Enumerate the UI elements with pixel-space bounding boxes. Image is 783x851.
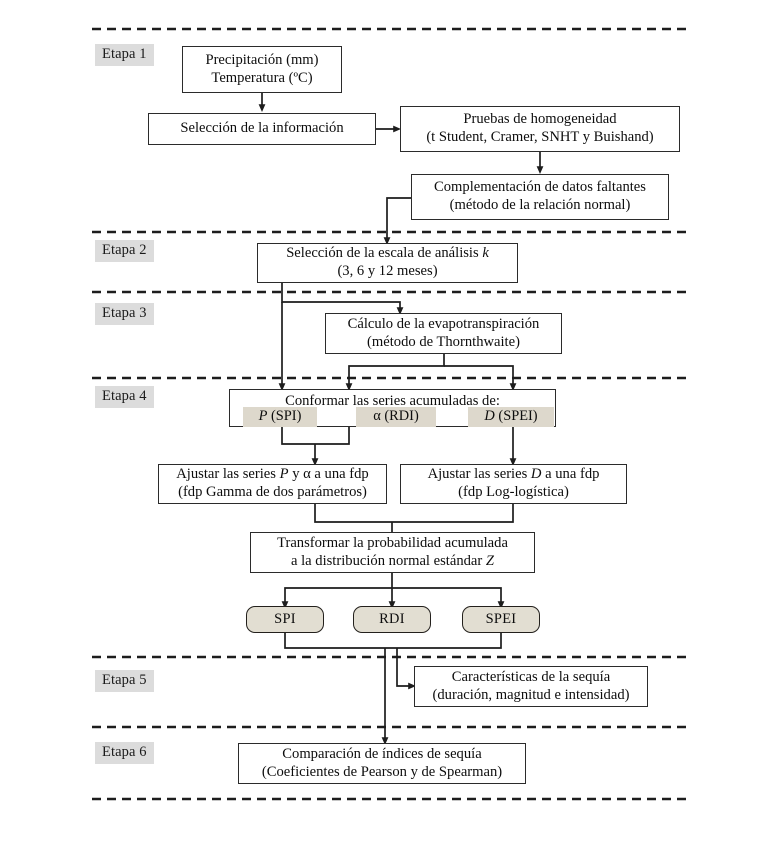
node-seleccion-informacion: Selección de la información (148, 113, 376, 145)
node-transformar-probabilidad-line1: Transformar la probabilidad acumulada (277, 534, 508, 551)
node-comparacion-indices: Comparación de índices de sequía (Coefic… (238, 743, 526, 784)
node-evapotranspiracion: Cálculo de la evapotranspiración (método… (325, 313, 562, 354)
node-inputs: Precipitación (mm) Temperatura (ºC) (182, 46, 342, 93)
node-ajustar-p-alpha-line1: Ajustar las series P y α a una fdp (176, 466, 369, 483)
node-inputs-line1: Precipitación (mm) (205, 51, 319, 68)
node-ajustar-p-alpha-line2: (fdp Gamma de dos parámetros) (178, 484, 367, 500)
node-pruebas-homogeneidad-line1: Pruebas de homogeneidad (463, 111, 617, 128)
node-transformar-probabilidad: Transformar la probabilidad acumulada a … (250, 532, 535, 573)
node-escala-analisis-line2: (3, 6 y 12 meses) (337, 263, 438, 279)
node-inputs-line2: Temperatura (ºC) (211, 69, 313, 86)
node-escala-analisis: Selección de la escala de análisis k (3,… (257, 243, 518, 283)
node-transformar-probabilidad-line2: a la distribución normal estándar Z (290, 552, 495, 569)
stage-label-etapa-6: Etapa 6 (95, 742, 154, 764)
node-complementacion-datos: Complementación de datos faltantes (méto… (411, 174, 669, 220)
index-pill-spei: SPEI (462, 606, 540, 633)
node-ajustar-p-alpha: Ajustar las series P y α a una fdp (fdp … (158, 464, 387, 504)
node-evapotranspiracion-line1: Cálculo de la evapotranspiración (347, 315, 540, 332)
stage-label-etapa-1: Etapa 1 (95, 44, 154, 66)
node-comparacion-indices-line2: (Coeficientes de Pearson y de Spearman) (261, 763, 503, 780)
node-pruebas-homogeneidad-line2: (t Student, Cramer, SNHT y Buishand) (426, 129, 654, 145)
node-ajustar-d-line1: Ajustar las series D a una fdp (427, 466, 600, 483)
node-caracteristicas-sequia-line1: Características de la sequía (451, 668, 611, 685)
node-comparacion-indices-line1: Comparación de índices de sequía (282, 745, 482, 762)
index-pill-rdi: RDI (353, 606, 431, 633)
stage-label-etapa-5: Etapa 5 (95, 670, 154, 692)
tag-p-spi: P (SPI) (243, 407, 317, 427)
tag-alpha-rdi: α (RDI) (356, 407, 436, 427)
tag-d-spei: D (SPEI) (468, 407, 554, 427)
node-caracteristicas-sequia: Características de la sequía (duración, … (414, 666, 648, 707)
node-conformar-series-line1: Conformar las series acumuladas de: (285, 393, 500, 409)
stage-label-etapa-2: Etapa 2 (95, 240, 154, 262)
node-caracteristicas-sequia-line2: (duración, magnitud e intensidad) (432, 686, 630, 703)
node-ajustar-d: Ajustar las series D a una fdp (fdp Log-… (400, 464, 627, 504)
node-evapotranspiracion-line2: (método de Thornthwaite) (367, 333, 520, 350)
node-complementacion-datos-line2: (método de la relación normal) (449, 197, 631, 213)
stage-label-etapa-4: Etapa 4 (95, 386, 154, 408)
node-pruebas-homogeneidad: Pruebas de homogeneidad (t Student, Cram… (400, 106, 680, 152)
node-seleccion-informacion-line1: Selección de la información (180, 120, 344, 137)
node-escala-analisis-line1: Selección de la escala de análisis k (286, 245, 489, 262)
node-complementacion-datos-line1: Complementación de datos faltantes (434, 179, 646, 196)
stage-label-etapa-3: Etapa 3 (95, 303, 154, 325)
node-ajustar-d-line2: (fdp Log-logística) (458, 484, 569, 500)
index-pill-spi: SPI (246, 606, 324, 633)
